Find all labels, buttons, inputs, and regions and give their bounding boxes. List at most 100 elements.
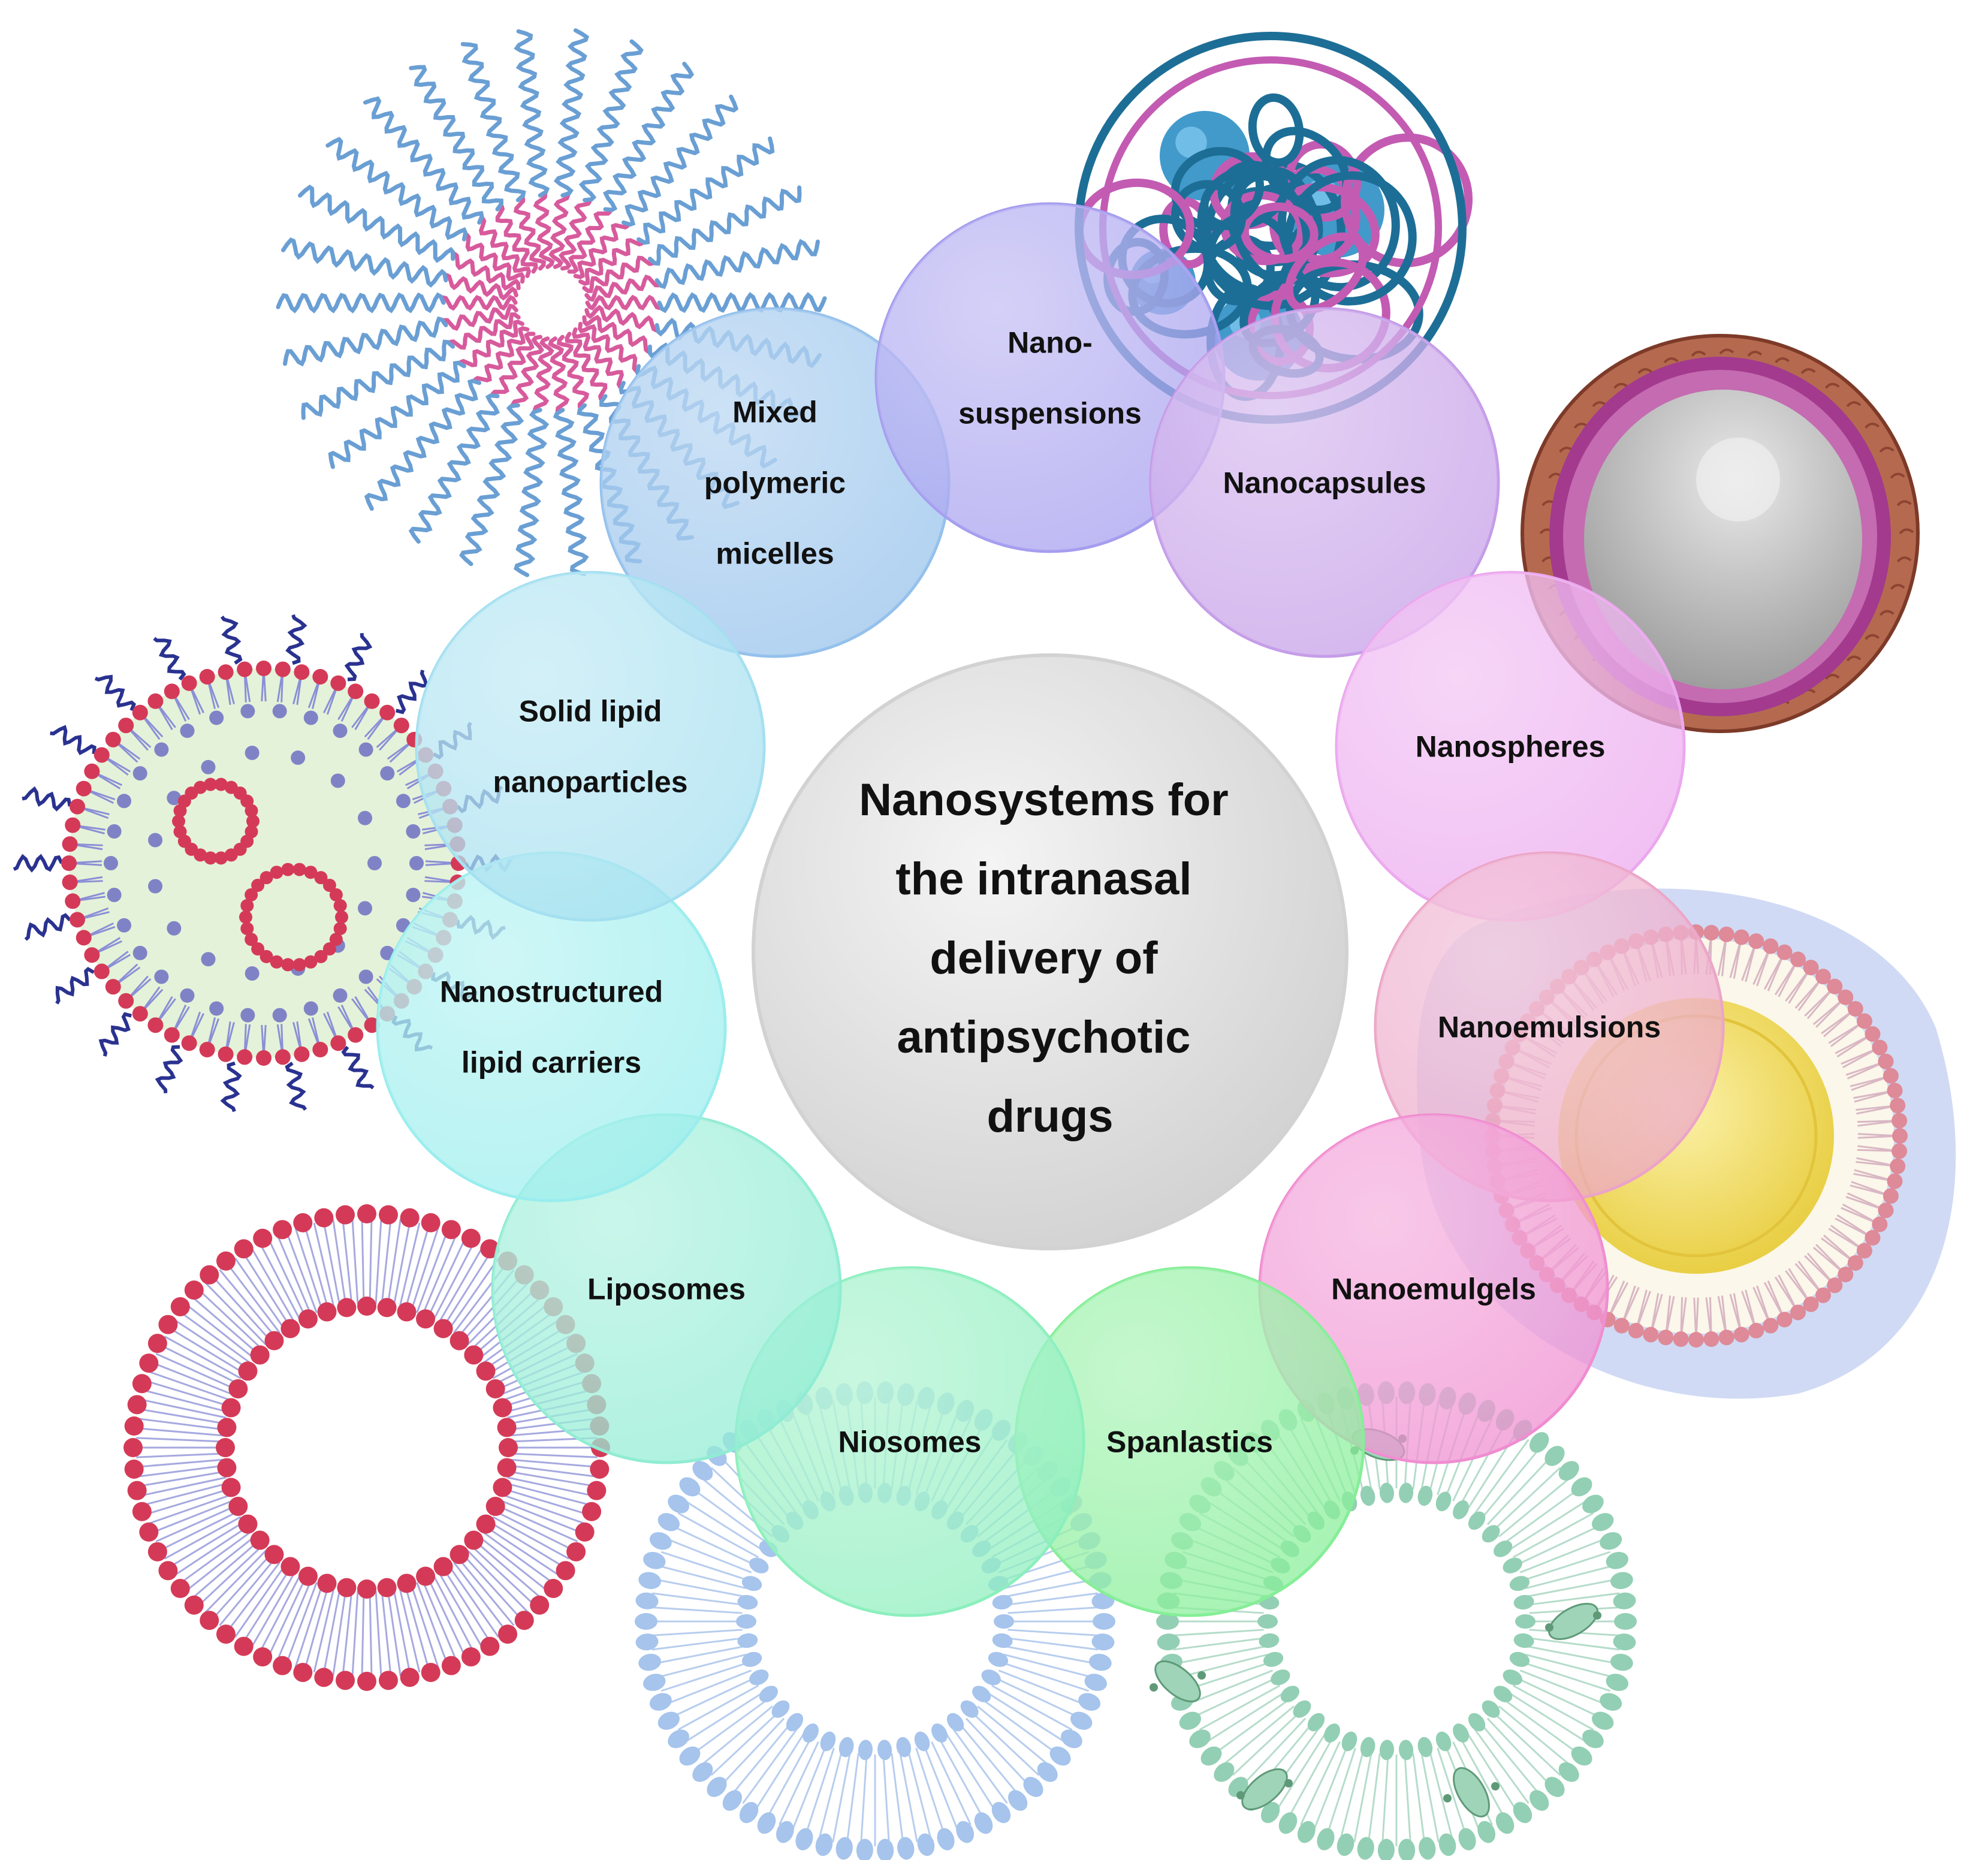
lipid-tail (137, 1418, 225, 1431)
peg-chain (155, 1045, 183, 1093)
micelle-corona-chain (281, 237, 448, 288)
lipid-tail (387, 1590, 402, 1677)
surfactant-head (1399, 1740, 1414, 1760)
surfactant-tail (1340, 1750, 1365, 1840)
surfactant-tail (982, 1699, 1058, 1755)
surfactant-head (1509, 1651, 1530, 1667)
surfactant-head (1023, 1777, 1043, 1797)
surfactant-head (1307, 1713, 1325, 1732)
surfactant-tail (671, 1524, 755, 1566)
inner-lipid-head (464, 1345, 484, 1365)
surfactant-head (1037, 1762, 1058, 1782)
lipid-tail (405, 1225, 430, 1310)
lipid-head (69, 798, 85, 815)
drug-molecule (272, 704, 287, 719)
lipid-head (118, 993, 134, 1009)
lipid-tail (234, 1258, 286, 1330)
capsule-texture (1747, 351, 1763, 357)
capsule-texture (1899, 528, 1914, 535)
lipid-tail (332, 1590, 347, 1677)
lipid-tail (381, 1217, 392, 1305)
lipid-tail (159, 1344, 239, 1385)
inner-lipid-head (280, 1319, 300, 1339)
surfactant-head (1838, 1267, 1854, 1283)
surfactant-tail (720, 1717, 785, 1786)
peg-chain (220, 615, 243, 665)
inner-vesicle-head (333, 922, 347, 936)
lipid-tail (361, 1217, 365, 1304)
micelle-core-chain (584, 274, 660, 302)
surfactant-tail (671, 1677, 755, 1719)
lipid-tail (227, 1263, 281, 1334)
surfactant-head (1610, 1654, 1633, 1671)
inner-vesicle-head (245, 888, 258, 902)
surfactant-tail (1299, 1741, 1341, 1825)
micelle-core-chain (584, 305, 658, 333)
surfactant-head (1179, 1711, 1201, 1730)
micelle-core-chain (491, 331, 536, 396)
polymer-loop (1240, 202, 1319, 264)
surfactant-head (1718, 1330, 1734, 1346)
surfactant-head (1827, 1277, 1843, 1294)
capsule-texture (1637, 368, 1653, 375)
surfactant-tail (1223, 1705, 1295, 1766)
surfactant-head (1613, 1633, 1636, 1651)
surfactant-tail (1003, 1653, 1093, 1678)
lipid-tail (510, 1452, 598, 1458)
micelle-corona-chain (636, 136, 775, 245)
inner-vesicle-head (240, 899, 254, 912)
edge-activator-bead (1443, 1794, 1452, 1802)
surfactant-tail (1367, 1753, 1381, 1845)
bubble-label: Nanoemulgels (1331, 1273, 1536, 1306)
outer-lipid-head (421, 1213, 441, 1232)
inner-vesicle-head (314, 871, 328, 885)
central-title-line: delivery of (930, 933, 1158, 984)
inner-vesicle-head (172, 815, 185, 828)
surfactant-head (1872, 1216, 1888, 1232)
surfactant-head (1628, 1322, 1644, 1339)
lipid-head (256, 1050, 271, 1066)
lipid-tail (416, 1582, 448, 1665)
surfactant-head (1189, 1729, 1211, 1749)
surfactant-tail (742, 1728, 798, 1804)
capsule-texture (1775, 357, 1790, 364)
surfactant-tail (1492, 1467, 1561, 1532)
peg-chain (98, 1012, 132, 1057)
micelle-core-chain (565, 331, 608, 401)
surfactant-head (1089, 1654, 1112, 1671)
surfactant-head (1078, 1693, 1101, 1711)
lipid-tail (421, 1234, 457, 1316)
lipid-tail (393, 1588, 411, 1675)
surfactant-head (1613, 1592, 1636, 1609)
surfactant-head (1748, 1322, 1764, 1339)
bubble-nanospheres: Nanospheres (1335, 571, 1686, 922)
inner-vesicle-head (292, 958, 306, 972)
inner-vesicle-head (322, 942, 336, 956)
surfactant-head (643, 1551, 666, 1569)
lipid-head (164, 683, 180, 700)
lipid-tail (399, 1222, 421, 1308)
micelle-core-chain (582, 255, 654, 293)
surfactant-head (649, 1532, 672, 1550)
surfactant-head (1856, 1243, 1872, 1259)
lipid-tail (452, 1561, 507, 1632)
surfactant-tail (1214, 1699, 1290, 1755)
surfactant-tail (938, 1737, 984, 1819)
central-title-line: antipsychotic (897, 1012, 1190, 1063)
lipid-head (218, 664, 234, 680)
surfactant-tail (1512, 1684, 1594, 1731)
polymer-loop (1200, 163, 1290, 231)
drug-molecule (406, 888, 421, 903)
inner-vesicle-head (245, 933, 258, 946)
outer-lipid-head (123, 1438, 143, 1457)
surfactant-tail (1522, 1551, 1611, 1581)
inner-lipid-head (228, 1497, 248, 1517)
peg-chain (344, 633, 373, 682)
surfactant-head (1263, 1651, 1284, 1667)
capsule-texture (1879, 610, 1895, 616)
surfactant-tail (1480, 1448, 1541, 1520)
surfactant-tail (1326, 1747, 1356, 1836)
inner-vesicle-head (281, 958, 295, 972)
bubble-label-line: Spanlastics (1106, 1425, 1273, 1459)
surfactant-head (1776, 1312, 1793, 1328)
